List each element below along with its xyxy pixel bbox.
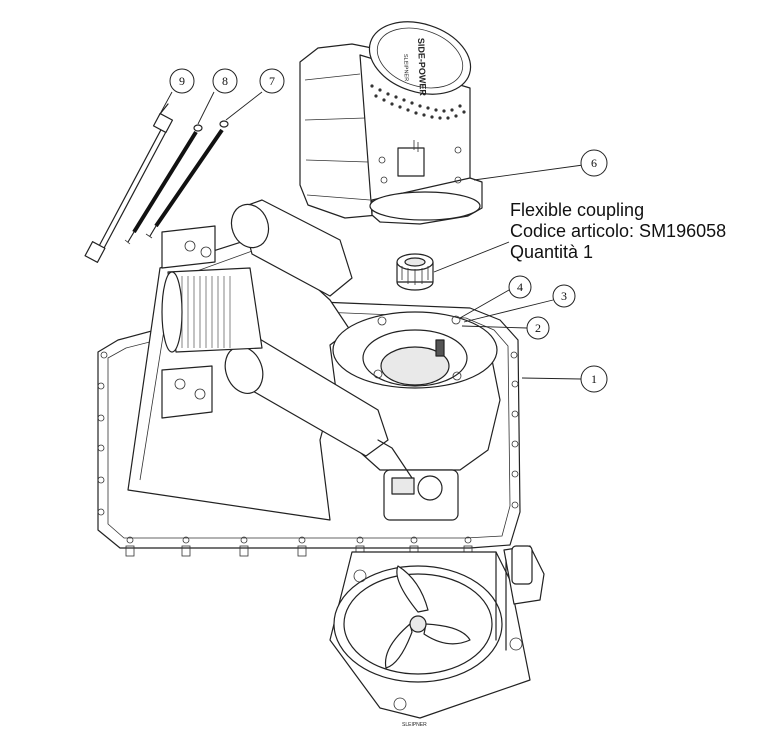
electric-motor: SLEIPNER SIDE-POWER: [299, 21, 483, 225]
balloon-1: 1: [580, 365, 608, 393]
balloon-9: 9: [169, 68, 195, 94]
motor-cap-product: SIDE-POWER: [416, 38, 428, 97]
leader-lines: [159, 91, 584, 380]
annotation-quantity: Quantità 1: [510, 242, 594, 262]
balloon-4: 4: [508, 275, 532, 299]
flexible-coupling: [396, 253, 434, 291]
tunnel-plate-brand: SLEIPNER: [402, 722, 427, 728]
balloon-7: 7: [259, 68, 285, 94]
balloon-6: 6: [580, 149, 608, 177]
annotation-part-name: Flexible coupling: [510, 200, 645, 220]
balloon-2: 2: [526, 316, 550, 340]
svg-text:4: 4: [517, 280, 523, 294]
svg-text:3: 3: [561, 289, 567, 303]
motor-cap-brand: SLEIPNER: [402, 54, 409, 81]
solenoid-assembly: [161, 199, 389, 457]
cable-9: [84, 103, 174, 263]
svg-text:7: 7: [269, 74, 275, 88]
sensor-block: [377, 439, 459, 521]
balloon-3: 3: [552, 284, 576, 308]
svg-text:6: 6: [591, 156, 597, 170]
svg-text:9: 9: [179, 74, 185, 88]
annotation-part-code: Codice articolo: SM196058: [510, 221, 727, 241]
svg-text:1: 1: [591, 372, 597, 386]
balloon-8: 8: [212, 68, 238, 94]
tunnel-propeller: SLEIPNER: [329, 545, 545, 728]
cable-8: [124, 124, 203, 245]
svg-text:8: 8: [222, 74, 228, 88]
cable-7: [145, 120, 229, 239]
svg-text:2: 2: [535, 321, 541, 335]
